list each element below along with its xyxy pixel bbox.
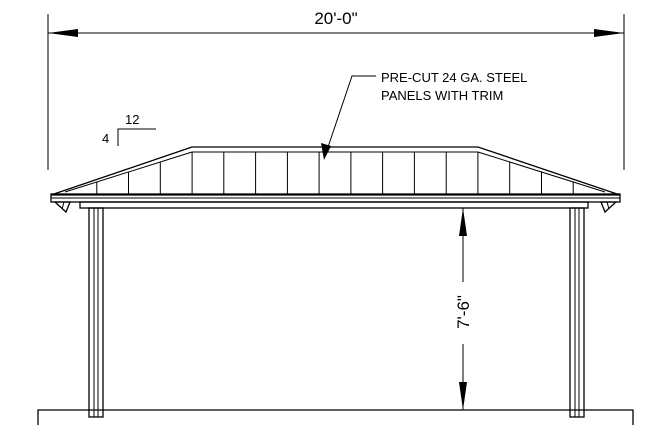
slope-triangle	[117, 128, 156, 146]
corner-bracket-left-detail	[61, 201, 65, 210]
height-arrowhead-bottom	[459, 382, 467, 410]
post-right	[569, 207, 585, 418]
height-arrowhead-top	[459, 208, 467, 236]
height-label-mask	[453, 282, 473, 344]
post-right-outline	[569, 207, 585, 418]
overall-width-dimension: 20'-0"	[47, 9, 625, 170]
corner-bracket-left	[53, 201, 71, 214]
roof	[50, 146, 621, 214]
corner-bracket-right-detail	[606, 201, 610, 210]
overall-width-label: 20'-0"	[314, 9, 357, 28]
concrete-slab	[37, 409, 634, 425]
post-left-outline	[88, 207, 104, 418]
roof-slope-symbol: 4 12	[102, 112, 156, 146]
post-left	[88, 207, 104, 418]
roof-note-line-2: PANELS WITH TRIM	[381, 88, 503, 103]
corner-bracket-right	[600, 201, 618, 214]
width-arrowhead-left	[48, 29, 78, 37]
roof-panel-callout: PRE-CUT 24 GA. STEEL PANELS WITH TRIM	[321, 70, 527, 160]
slope-rise-label: 4	[102, 131, 109, 146]
roof-panel-seams	[96, 152, 574, 194]
slope-run-label: 12	[125, 112, 139, 127]
width-arrowhead-right	[594, 29, 624, 37]
roof-outline	[50, 146, 621, 196]
callout-leader-line	[325, 75, 376, 154]
eave-height-dimension: 7'-6"	[453, 208, 473, 410]
roof-note-line-1: PRE-CUT 24 GA. STEEL	[381, 70, 527, 85]
eave-height-label: 7'-6"	[454, 295, 473, 329]
header-beam	[79, 201, 589, 209]
